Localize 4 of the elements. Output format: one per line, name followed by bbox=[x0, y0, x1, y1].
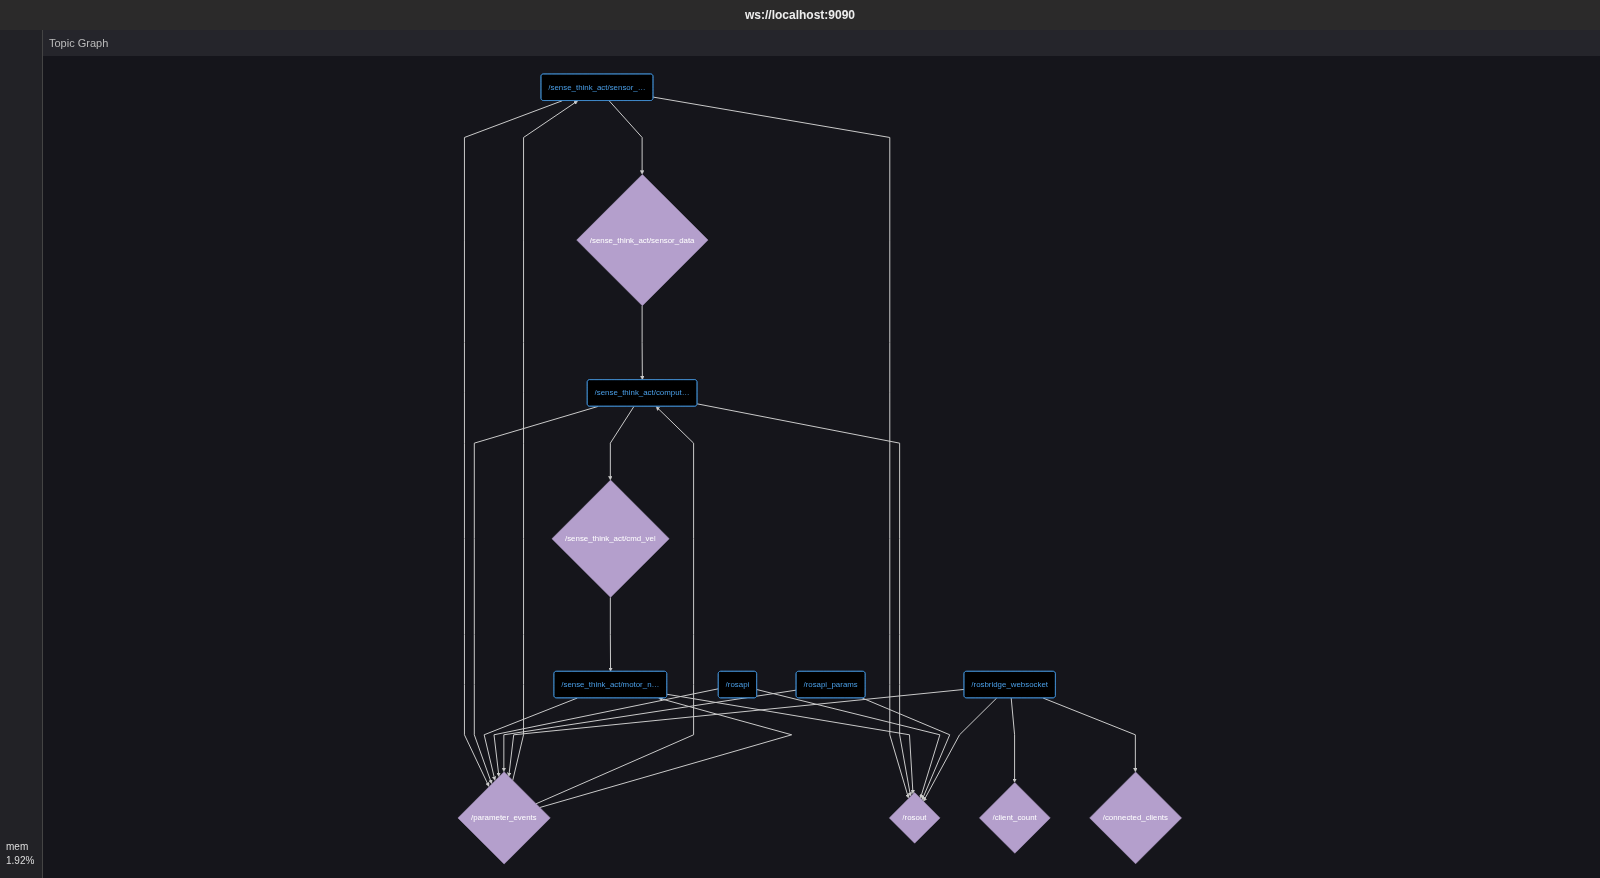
panel-title: Topic Graph bbox=[49, 37, 109, 49]
memory-text: mem bbox=[6, 840, 30, 854]
memory-text: 1.92% bbox=[6, 854, 35, 868]
window-title: ws://localhost:9090 bbox=[744, 8, 855, 22]
